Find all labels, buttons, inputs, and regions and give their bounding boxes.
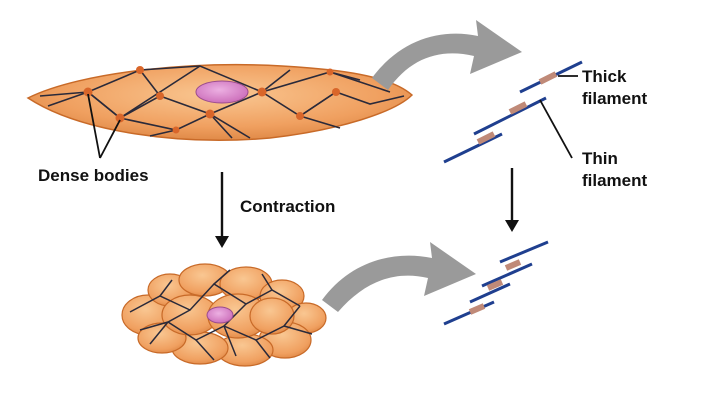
thin-filament bbox=[499, 240, 549, 264]
thin-filament bbox=[473, 96, 547, 136]
contracted-cell bbox=[121, 263, 327, 367]
thick-filament bbox=[538, 71, 558, 85]
thin-filament-label-line1: Thin bbox=[582, 149, 618, 168]
thin-filament-pointer bbox=[539, 99, 573, 159]
down-arrow-icon bbox=[505, 168, 519, 232]
dense-bodies-label: Dense bodies bbox=[38, 166, 149, 185]
dense-body bbox=[115, 113, 125, 123]
thick-filament bbox=[508, 101, 528, 115]
dense-body bbox=[136, 66, 144, 74]
thin-filament bbox=[469, 282, 511, 304]
dense-body bbox=[257, 87, 267, 97]
relaxed-cell bbox=[26, 64, 414, 141]
contraction-label: Contraction bbox=[240, 197, 335, 216]
curved-arrow-icon bbox=[372, 20, 522, 90]
contracted-cell-network bbox=[129, 269, 313, 361]
dense-body bbox=[332, 88, 340, 96]
thin-filament bbox=[481, 262, 533, 288]
curved-arrow-icon bbox=[322, 242, 476, 312]
thin-filament-label-line2: filament bbox=[582, 171, 648, 190]
dense-bodies-pointer bbox=[87, 93, 121, 159]
filaments-relaxed bbox=[443, 60, 583, 164]
thick-filament bbox=[486, 279, 504, 291]
dense-body bbox=[205, 109, 215, 119]
thick-filament bbox=[468, 303, 486, 315]
thick-filament bbox=[476, 131, 496, 145]
thick-filament bbox=[504, 259, 522, 271]
thin-filament bbox=[443, 132, 503, 164]
dense-body bbox=[156, 92, 164, 100]
thick-filament-label-line1: Thick bbox=[582, 67, 627, 86]
filaments-contracted bbox=[443, 240, 549, 326]
thin-filament bbox=[443, 300, 495, 326]
dense-body bbox=[296, 112, 304, 120]
dense-body bbox=[83, 87, 93, 97]
contracted-cell-nucleus bbox=[206, 306, 234, 324]
dense-body bbox=[326, 68, 334, 76]
thick-filament-label-line2: filament bbox=[582, 89, 648, 108]
dense-body bbox=[172, 126, 180, 134]
dense-bodies-relaxed bbox=[83, 66, 340, 134]
down-arrow-icon bbox=[215, 172, 229, 248]
relaxed-cell-nucleus bbox=[195, 80, 249, 104]
